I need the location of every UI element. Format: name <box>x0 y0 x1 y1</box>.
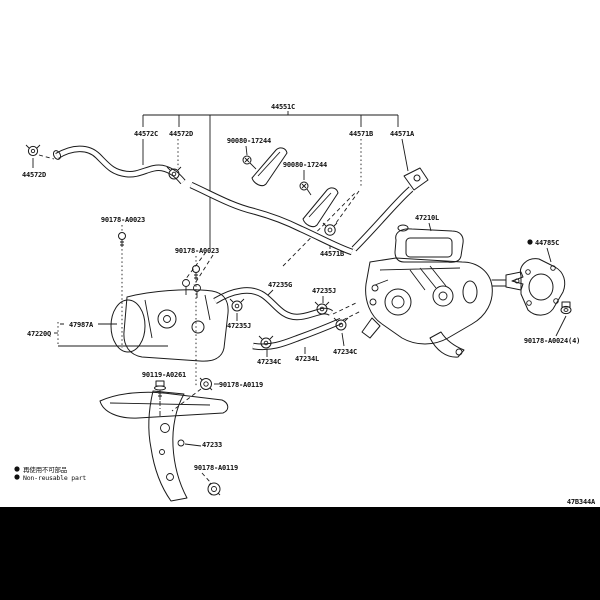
bolt-90178-a0023-2-icon <box>192 265 200 280</box>
callout-44571b-top[interactable]: 44571B <box>349 130 373 138</box>
callout-44571b-mid[interactable]: 44571B <box>320 250 344 258</box>
clamp-44572d-icon <box>166 166 182 180</box>
callout-47987a[interactable]: 47987A <box>69 321 94 329</box>
bolt-90178-a0023-1-icon <box>118 232 126 247</box>
callout-90178-a0023-1[interactable]: 90178-A0023 <box>101 216 145 224</box>
callout-44572c[interactable]: 44572C <box>134 130 158 138</box>
callout-47233[interactable]: 47233 <box>202 441 222 449</box>
pump-47220q-drawing <box>110 279 229 362</box>
callout-47220q[interactable]: 47220Q <box>27 330 51 338</box>
non-reusable-marker <box>14 466 20 472</box>
gasket-44785c-drawing <box>519 258 566 316</box>
callout-47234l[interactable]: 47234L <box>295 355 319 363</box>
bolt-90178-a0119-mid-icon <box>199 377 213 391</box>
callout-90080-17244-1[interactable]: 90080-17244 <box>227 137 271 145</box>
tube-44571a-drawing <box>351 167 429 252</box>
callout-44572d-top[interactable]: 44572D <box>169 130 193 138</box>
callout-47210l[interactable]: 47210L <box>415 214 439 222</box>
pipe-assembly-44551c-drawing <box>189 181 354 256</box>
bolt-90178-a0119-bottom-icon <box>207 482 221 496</box>
callout-44551c[interactable]: 44551C <box>271 103 295 111</box>
hose-47234l-drawing <box>252 317 343 351</box>
callouts: 44551C 44572C 44572D 90080-17244 90080-1… <box>22 103 580 472</box>
callout-90178-a0023-2[interactable]: 90178-A0023 <box>175 247 219 255</box>
callout-47235j-left[interactable]: 47235J <box>227 322 251 330</box>
callout-90080-17244-2[interactable]: 90080-17244 <box>283 161 327 169</box>
clamp-47235j-left-icon <box>229 298 245 312</box>
arm-bracket-1-drawing <box>251 147 288 187</box>
non-reusable-marker <box>14 474 20 480</box>
callout-44571a[interactable]: 44571A <box>390 130 415 138</box>
callout-47234c-right[interactable]: 47234C <box>333 348 357 356</box>
callout-44785c[interactable]: 44785C <box>535 239 559 247</box>
callout-bracket-44551c <box>142 111 399 249</box>
callout-90178-a0119-bottom[interactable]: 90178-A0119 <box>194 464 238 472</box>
clamp-44572d-left-icon <box>25 144 41 157</box>
callout-90119-a0261[interactable]: 90119-A0261 <box>142 371 186 379</box>
footer-bar <box>0 507 600 600</box>
callout-47234c-left[interactable]: 47234C <box>257 358 281 366</box>
diagram-code: 47B344A <box>567 498 596 506</box>
callout-90178-a0024[interactable]: 90178-A0024(4) <box>524 337 580 345</box>
hose-47235g-drawing <box>213 287 333 321</box>
legend-line-en: Non-reusable part <box>23 474 86 482</box>
clamp-44571b-icon <box>322 222 338 236</box>
clamp-47234c-right-icon <box>333 317 349 331</box>
bolt-90178-a0024-icon <box>560 301 572 315</box>
callout-90178-a0119-mid[interactable]: 90178-A0119 <box>219 381 263 389</box>
bracket-47233-drawing <box>148 390 188 502</box>
bolt-90080-17244-1-icon <box>242 155 257 170</box>
callout-44572d-left[interactable]: 44572D <box>22 171 46 179</box>
clamp-47235j-right-icon <box>314 301 330 315</box>
bracket-base-plate-drawing <box>99 391 229 419</box>
bolt-90119-a0261-icon <box>154 380 166 400</box>
clamp-47234c-left-icon <box>258 335 274 349</box>
hose-44572-drawing <box>52 145 186 185</box>
legend: 再使用不可部品 Non-reusable part <box>14 465 87 482</box>
callout-47235g[interactable]: 47235G <box>268 281 292 289</box>
callout-47235j-right[interactable]: 47235J <box>312 287 336 295</box>
arm-bracket-2-drawing <box>302 187 339 228</box>
non-reusable-marker <box>527 239 533 245</box>
bolt-90080-17244-2-icon <box>299 181 312 196</box>
legend-line-jp: 再使用不可部品 <box>23 465 67 474</box>
actuator-47210l-drawing <box>361 224 524 358</box>
